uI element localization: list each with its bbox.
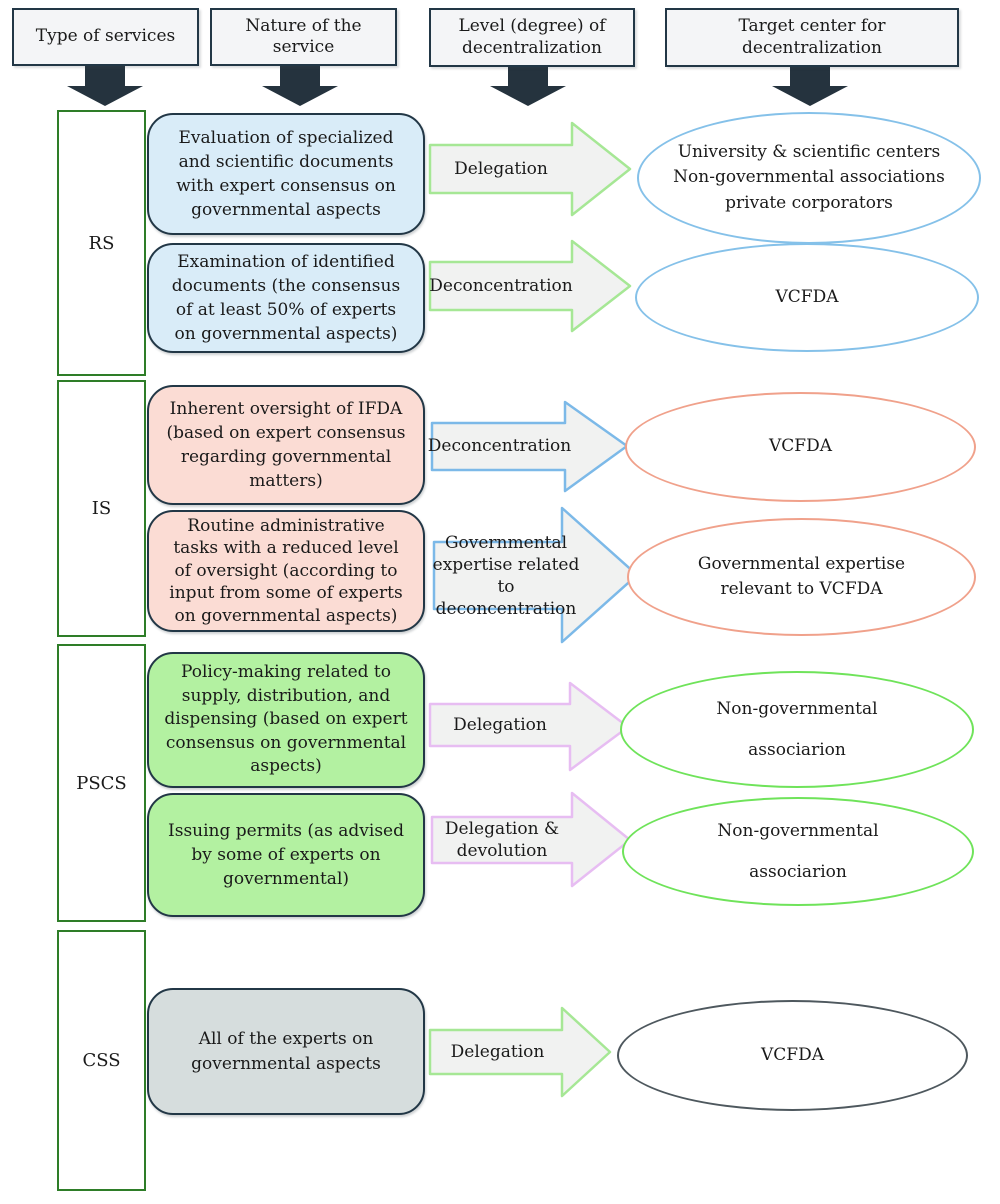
header-type-of-services: Type of services [12,8,199,66]
arrow-label-row1: Delegation [454,158,548,179]
down-arrow-nature-of-service [262,62,338,106]
down-arrow-target-center [772,62,848,106]
header-nature-of-service: Nature of the service [210,8,397,66]
arrow-label-row4: Governmental expertise related to deconc… [432,532,580,620]
flow-arrow-row3-deconcentration [430,400,629,493]
header-level-of-decentralization: Level (degree) of decentralization [429,8,635,67]
nature-box-row1: Evaluation of specialized and scientific… [147,113,425,235]
target-ellipse-row3: VCFDA [625,392,976,502]
arrow-label-row6: Delegation & devolution [444,818,560,861]
down-arrow-level-of-decentralization [490,62,566,106]
arrow-label-row7: Delegation [450,1041,545,1062]
arrow-label-row2: Deconcentration [429,275,573,296]
flow-arrow-row5-delegation [428,681,630,772]
nature-box-row6: Issuing permits (as advised by some of e… [147,793,425,917]
flow-arrow-row4-governmental-expertise [432,506,639,644]
service-type-pscs: PSCS [57,644,146,922]
target-ellipse-row4: Governmental expertise relevant to VCFDA [627,518,976,636]
target-ellipse-row6: Non-governmental associarion [622,797,974,906]
target-ellipse-row2: VCFDA [635,243,979,352]
service-type-css: CSS [57,930,146,1191]
nature-box-row7: All of the experts on governmental aspec… [147,988,425,1115]
nature-box-row5: Policy-making related to supply, distrib… [147,652,425,788]
target-ellipse-row7: VCFDA [617,1000,968,1111]
arrow-label-row5: Delegation [453,714,547,735]
arrow-label-row3: Deconcentration [427,436,572,457]
service-type-rs: RS [57,110,146,376]
target-ellipse-row1: University & scientific centers Non-gove… [637,112,981,244]
flow-arrow-row2-deconcentration [428,239,632,333]
flow-arrow-row6-delegation-devolution [430,791,632,888]
flow-arrow-row7-delegation [428,1006,612,1098]
header-target-center: Target center for decentralization [665,8,959,67]
target-ellipse-row5: Non-governmental associarion [620,671,974,788]
nature-box-row3: Inherent oversight of IFDA (based on exp… [147,385,425,505]
nature-box-row4: Routine administrative tasks with a redu… [147,510,425,632]
down-arrow-type-of-services [67,62,143,106]
nature-box-row2: Examination of identified documents (the… [147,243,425,353]
flow-arrow-row1-delegation [428,121,632,217]
service-type-is: IS [57,380,146,637]
